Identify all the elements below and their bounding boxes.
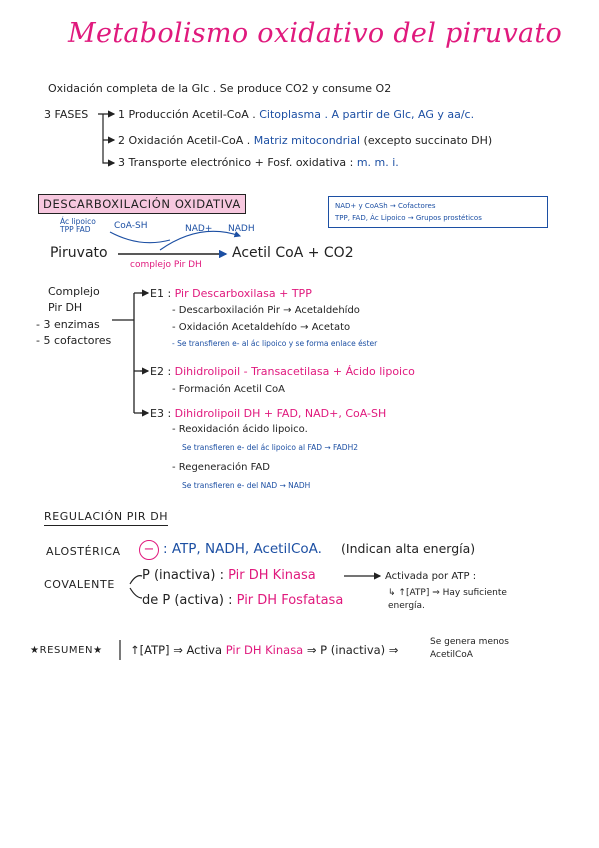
summary-kinase: Pir DH Kinasa (225, 643, 304, 657)
phase2-prefix: 2 Oxidación Acetil-CoA . (118, 134, 251, 147)
e3-label: E3 : (150, 407, 172, 420)
e1-step1: - Descarboxilación Pir → Acetaldehído (172, 305, 360, 316)
e2-cofactor: + Ácido lipoico (332, 365, 415, 378)
reaction-products: Acetil CoA + CO2 (232, 245, 354, 261)
phase1: 1 Producción Acetil-CoA . Citoplasma . A… (118, 108, 474, 121)
complex-left-1: Complejo (48, 285, 100, 298)
e3-step2: - Regeneración FAD (172, 462, 270, 473)
covalent-fork (129, 575, 143, 599)
covalent-label: COVALENTE (44, 578, 115, 591)
nadh-label: NADH (228, 224, 255, 234)
e3-name: Dihidrolipoil DH (174, 407, 261, 420)
p-inactive-line: P (inactiva) : Pir DH Kinasa (142, 568, 316, 583)
inhibition-icon: − (139, 540, 159, 560)
dep-active-line: de P (activa) : Pir DH Fosfatasa (142, 593, 343, 608)
complex-label: complejo Pir DH (130, 260, 202, 270)
regulation-header: REGULACIÓN PIR DH (44, 510, 169, 526)
page-title: Metabolismo oxidativo del piruvato (68, 18, 563, 49)
e1-name: Pir Descarboxilasa (174, 287, 276, 300)
coash-label: CoA-SH (114, 221, 148, 231)
e2-label: E2 : (150, 365, 172, 378)
coash-curve (109, 231, 171, 244)
phase3: 3 Transporte electrónico + Fosf. oxidati… (118, 156, 399, 169)
nad-curve (159, 230, 242, 251)
phases-bracket (98, 113, 114, 164)
summary-result-1: Se genera menos (430, 637, 509, 647)
summary-label: ★RESUMEN★ (30, 645, 103, 656)
decarboxylation-header: DESCARBOXILACIÓN OXIDATIVA (38, 194, 246, 214)
phase2: 2 Oxidación Acetil-CoA . Matriz mitocond… (118, 134, 492, 147)
complex-bracket (112, 292, 148, 414)
e3-step1b: Se transfieren e- del ác lipoico al FAD … (182, 443, 358, 452)
e2-name: Dihidrolipoil - Transacetilasa (174, 365, 330, 378)
e1-step3: - Se transfieren e- al ác lipoico y se f… (172, 339, 378, 348)
e1-step2: - Oxidación Acetaldehído → Acetato (172, 322, 351, 333)
e2-line: E2 : Dihidrolipoil - Transacetilasa + Ác… (150, 365, 415, 378)
phase3-prefix: 3 Transporte electrónico + Fosf. oxidati… (118, 156, 354, 169)
e1-line: E1 : Pir Descarboxilasa + TPP (150, 287, 312, 300)
phosphatase-name: Pir DH Fosfatasa (236, 593, 344, 608)
e2-step1: - Formación Acetil CoA (172, 384, 285, 395)
summary-part2: ⇒ P (inactiva) ⇒ (306, 643, 399, 657)
phase3-detail: m. m. i. (356, 156, 399, 169)
nad-label: NAD+ (185, 224, 213, 234)
p-inactive: P (inactiva) : (142, 568, 224, 583)
kinase-name: Pir DH Kinasa (228, 568, 316, 583)
e3-line: E3 : Dihidrolipoil DH + FAD, NAD+, CoA-S… (150, 407, 386, 420)
complex-left-4: - 5 cofactores (36, 334, 112, 347)
phase2-note: (excepto succinato DH) (363, 134, 493, 147)
phase1-detail: Citoplasma . A partir de Glc, AG y aa/c. (259, 108, 475, 121)
e3-step2b: Se transfieren e- del NAD → NADH (182, 481, 311, 490)
allosteric-note: (Indican alta energía) (341, 541, 476, 556)
oxidation-summary: Oxidación completa de la Glc . Se produc… (48, 82, 392, 95)
summary-line: ↑[ATP] ⇒ Activa Pir DH Kinasa ⇒ P (inact… (130, 643, 398, 657)
cofactor-note-box: NAD+ y CoASh → Cofactores TPP, FAD, Ác L… (328, 196, 548, 228)
cofactor-note-line1: NAD+ y CoASh → Cofactores (335, 202, 436, 210)
high-atp-note: ↳ ↑[ATP] ⇒ Hay suficiente energía. (388, 588, 507, 611)
e1-label: E1 : (150, 287, 172, 300)
e3-step1: - Reoxidación ácido lipoico. (172, 424, 308, 435)
summary-result-2: AcetilCoA (430, 650, 473, 660)
phase2-detail: Matriz mitocondrial (253, 134, 361, 147)
e3-cofactor: + FAD, NAD+, CoA-SH (263, 407, 387, 420)
phases-label: 3 FASES (44, 108, 89, 121)
phase1-prefix: 1 Producción Acetil-CoA . (118, 108, 256, 121)
allosteric-label: ALOSTÉRICA (46, 545, 121, 558)
summary-part1: ↑[ATP] ⇒ Activa (130, 643, 223, 657)
activated-by: Activada por ATP : (385, 571, 477, 582)
e1-cofactor: + TPP (279, 287, 312, 300)
piruvato-label: Piruvato (50, 245, 108, 261)
allosteric-effectors: : ATP, NADH, AcetilCoA. (163, 541, 322, 557)
cofactors-blue: Ác lipoico TPP FAD (60, 217, 96, 234)
dep-active: de P (activa) : (142, 593, 233, 608)
cofactor-note-line2: TPP, FAD, Ác Lipoico → Grupos prostético… (335, 214, 482, 222)
complex-left-3: - 3 enzimas (36, 318, 100, 331)
complex-left-2: Pir DH (48, 301, 83, 314)
